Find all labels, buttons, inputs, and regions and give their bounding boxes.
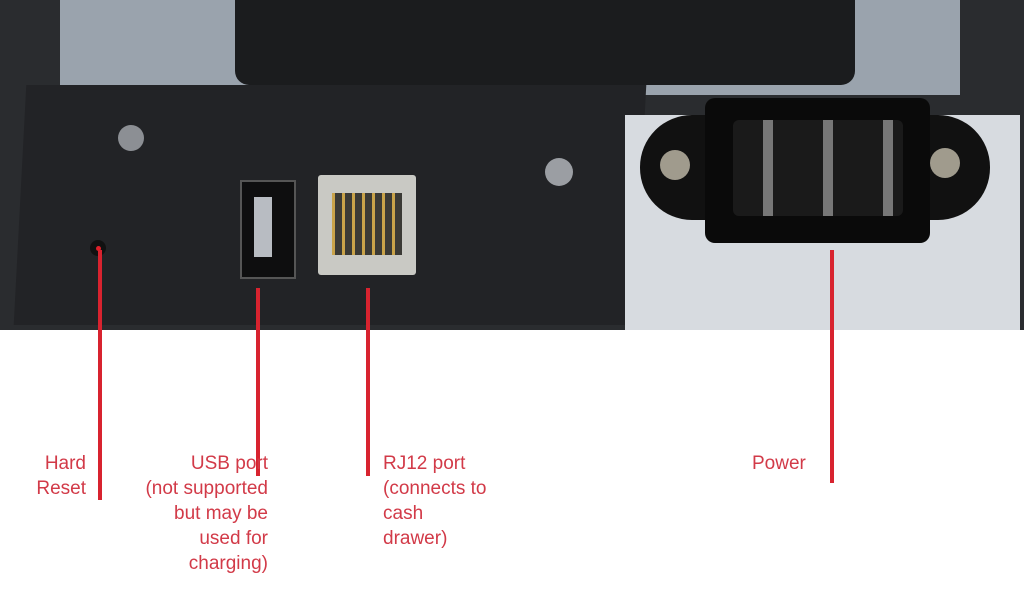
screw-icon xyxy=(660,150,690,180)
usb-port-label: USB port (not supported but may be used … xyxy=(145,453,268,574)
power-inlet-socket xyxy=(705,98,930,243)
hard-reset-label: Hard Reset xyxy=(36,453,86,499)
usb-port xyxy=(240,180,296,279)
device-back-panel-photo xyxy=(0,0,1024,330)
hard-reset-pointer-line xyxy=(98,250,102,500)
rj12-pointer-line xyxy=(366,288,370,476)
top-cover xyxy=(235,0,855,85)
screw-icon xyxy=(545,158,573,186)
rj12-port-label: RJ12 port (connects to cash drawer) xyxy=(383,453,487,549)
power-label: Power xyxy=(752,453,806,474)
power-pointer-line xyxy=(830,250,834,483)
reset-hole xyxy=(90,240,106,256)
screw-icon xyxy=(930,148,960,178)
usb-pointer-line xyxy=(256,288,260,476)
rj12-port xyxy=(318,175,416,275)
screw-icon xyxy=(118,125,144,151)
